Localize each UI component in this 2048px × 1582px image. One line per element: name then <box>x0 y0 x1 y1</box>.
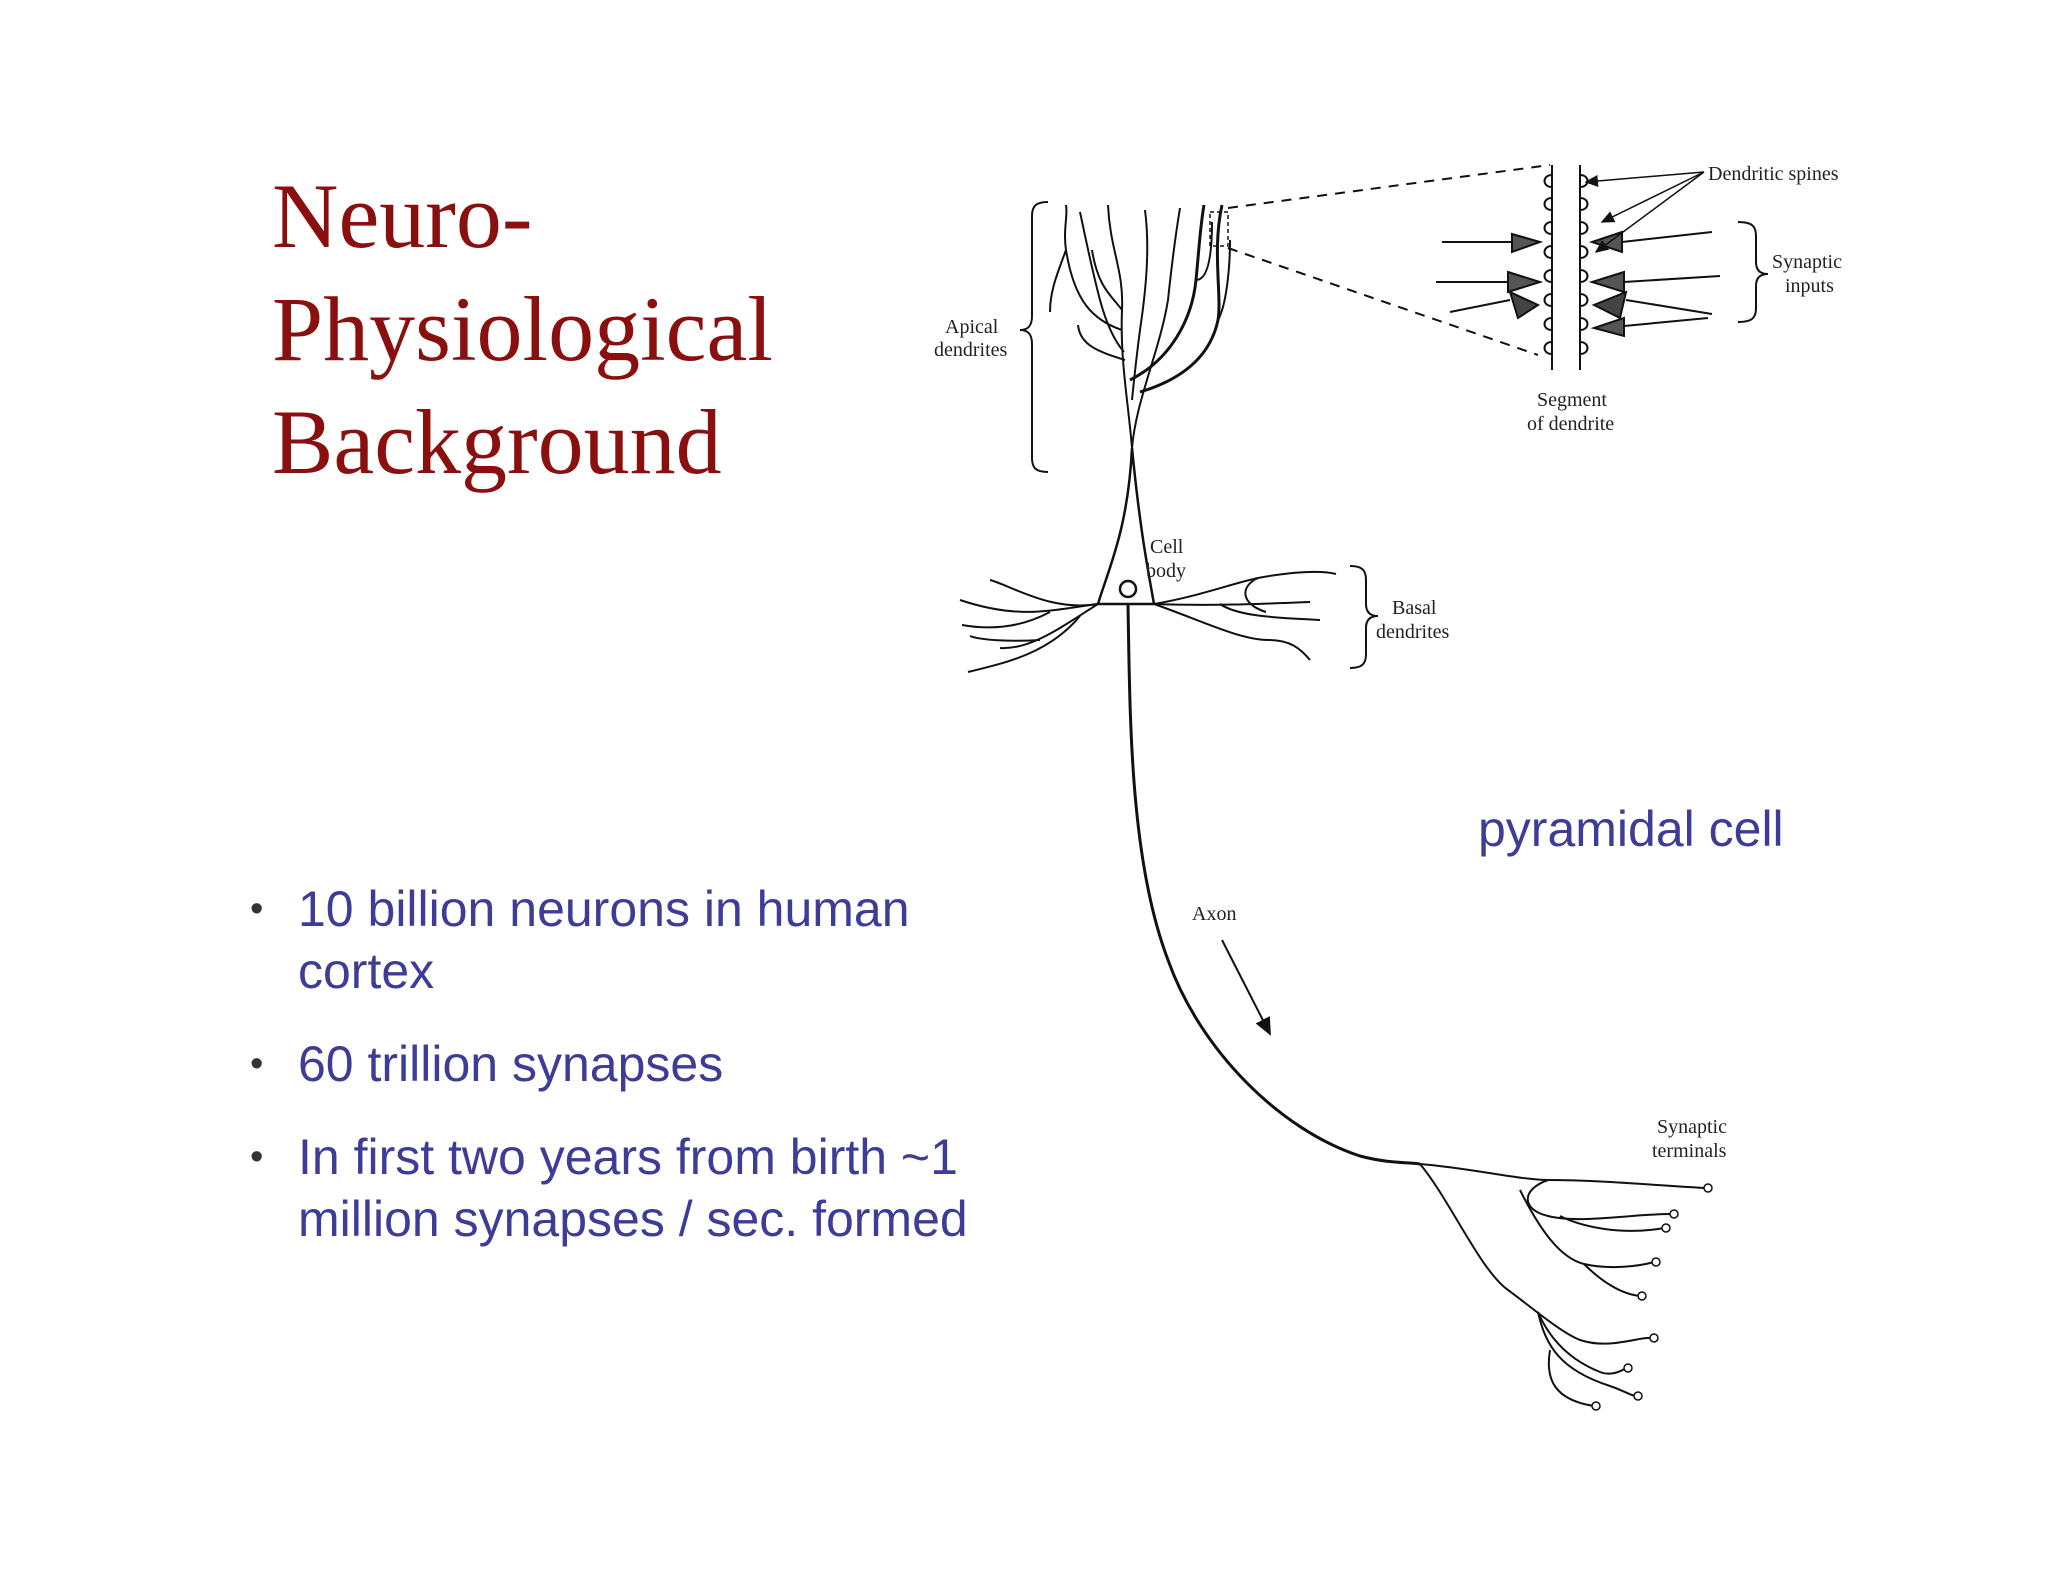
axon-label: Axon <box>1192 903 1236 925</box>
axon-direction-arrow <box>1221 939 1271 1036</box>
slide-title: Neuro- Physiological Background <box>272 160 892 499</box>
bullet-icon: • <box>250 1136 264 1178</box>
bullet-icon: • <box>250 1043 264 1085</box>
basal-dendrites-label-2: dendrites <box>1376 621 1450 643</box>
synaptic-terminals-label-2: terminals <box>1652 1140 1727 1162</box>
synaptic-inputs-label-1: Synaptic <box>1772 251 1842 273</box>
basal-dendrites <box>959 570 1337 673</box>
bullet-text: 60 trillion synapses <box>298 1036 724 1092</box>
dendritic-spines-pointers <box>1584 171 1705 253</box>
synaptic-inputs-label-2: inputs <box>1785 275 1834 297</box>
bullet-list: • 10 billion neurons in human cortex • 60 … <box>250 878 970 1281</box>
basal-dendrites-label-1: Basal <box>1392 597 1437 619</box>
axon-terminals <box>1419 1163 1707 1407</box>
synaptic-inputs-bracket <box>1737 221 1769 323</box>
diagram-caption: pyramidal cell <box>1478 801 1784 857</box>
title-line-2: Physiological <box>272 278 773 380</box>
segment-of-dendrite-label-1: Segment <box>1537 389 1607 411</box>
axon <box>1126 603 1421 1166</box>
apical-dendrites-bracket <box>1019 201 1049 473</box>
title-line-3: Background <box>272 391 722 493</box>
dendritic-spines-label: Dendritic spines <box>1708 163 1839 185</box>
apical-dendrites <box>1049 204 1231 449</box>
bullet-text: 10 billion neurons in human cortex <box>298 881 910 999</box>
bullet-text: In first two years from birth ~1 million… <box>298 1129 968 1247</box>
terminal-boutons <box>1591 1183 1713 1411</box>
projection-line-top <box>1227 164 1551 209</box>
apical-dendrites-label-2: dendrites <box>934 339 1008 361</box>
title-line-1: Neuro- <box>272 165 533 267</box>
bullet-icon: • <box>250 888 264 930</box>
cell-body-label-1: Cell <box>1150 536 1184 558</box>
projection-line-bottom <box>1227 247 1539 356</box>
basal-dendrites-bracket <box>1349 565 1379 669</box>
synaptic-inputs <box>1436 230 1721 338</box>
bullet-item: • 60 trillion synapses <box>250 1033 970 1095</box>
magnified-region <box>1209 211 1229 247</box>
bullet-item: • 10 billion neurons in human cortex <box>250 878 970 1002</box>
dendrite-segment <box>1543 165 1589 370</box>
cell-body <box>1096 447 1156 606</box>
synaptic-terminals-label-1: Synaptic <box>1657 1116 1727 1138</box>
segment-of-dendrite-label-2: of dendrite <box>1527 413 1614 435</box>
apical-dendrites-label-1: Apical <box>945 316 999 338</box>
cell-body-label-2: body <box>1146 560 1186 582</box>
bullet-item: • In first two years from birth ~1 millio… <box>250 1126 970 1250</box>
